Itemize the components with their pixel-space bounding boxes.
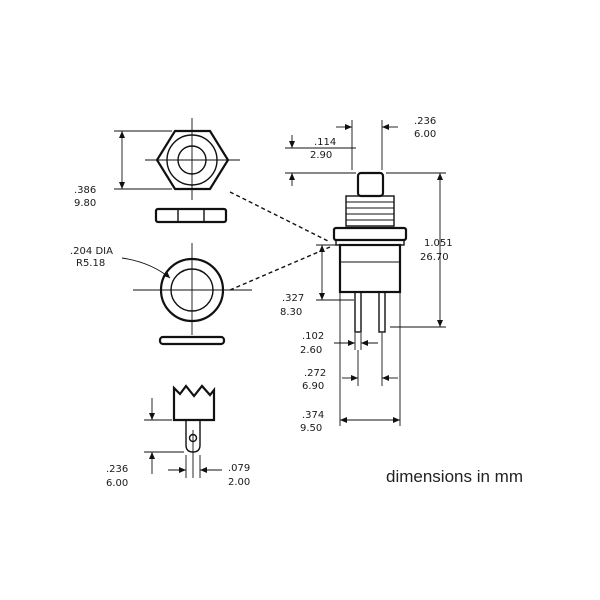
washer-leader-line <box>229 246 331 291</box>
nut-height-dimension: .386 9.80 <box>74 130 172 209</box>
nut-height-mm: 9.80 <box>74 198 96 209</box>
washer-dia-mm: R5.18 <box>76 258 105 269</box>
pin-width-inch: .102 <box>302 331 324 342</box>
terminal-hole-mm: 2.00 <box>228 477 250 488</box>
units-caption: dimensions in mm <box>386 467 523 486</box>
pin-spacing-inch: .272 <box>304 368 326 379</box>
body-width-dimension: .374 9.50 <box>300 293 401 434</box>
washer-dia-inch: .204 DIA <box>70 246 113 257</box>
total-height-mm: 26.70 <box>420 252 449 263</box>
nut-height-inch: .386 <box>74 185 96 196</box>
washer-top-view <box>133 243 252 335</box>
body-height-mm: 8.30 <box>280 307 302 318</box>
terminal-hole-inch: .079 <box>228 463 250 474</box>
body-width-inch: .374 <box>302 410 324 421</box>
terminal-length-dimension: .236 6.00 <box>106 398 184 489</box>
pin-width-mm: 2.60 <box>300 345 322 356</box>
terminal-length-mm: 6.00 <box>106 478 128 489</box>
cap-height-inch: .114 <box>314 137 336 148</box>
pin-spacing-mm: 6.90 <box>302 381 324 392</box>
terminal-detail <box>172 384 216 478</box>
nut-side-view <box>154 207 228 224</box>
body-height-inch: .327 <box>282 293 304 304</box>
cap-width-dimension: .236 6.00 <box>336 116 436 170</box>
terminal-length-inch: .236 <box>106 464 128 475</box>
body-width-mm: 9.50 <box>300 423 322 434</box>
cap-width-mm: 6.00 <box>414 129 436 140</box>
nut-leader-line <box>229 191 331 243</box>
washer-side-view <box>158 335 226 346</box>
body-height-dimension: .327 8.30 <box>280 244 354 318</box>
hex-nut-top-view <box>145 118 240 200</box>
pin-width-dimension: .102 2.60 <box>300 331 378 356</box>
total-height-dimension: 1.051 26.70 <box>386 172 453 328</box>
cap-height-mm: 2.90 <box>310 150 332 161</box>
pin-spacing-dimension: .272 6.90 <box>302 333 398 392</box>
washer-dia-dimension: .204 DIA R5.18 <box>70 246 171 279</box>
switch-side-view <box>332 171 408 333</box>
total-height-inch: 1.051 <box>424 238 453 249</box>
cap-height-dimension: .114 2.90 <box>285 135 356 186</box>
terminal-hole-dimension: .079 2.00 <box>168 455 250 488</box>
cap-width-inch: .236 <box>414 116 436 127</box>
